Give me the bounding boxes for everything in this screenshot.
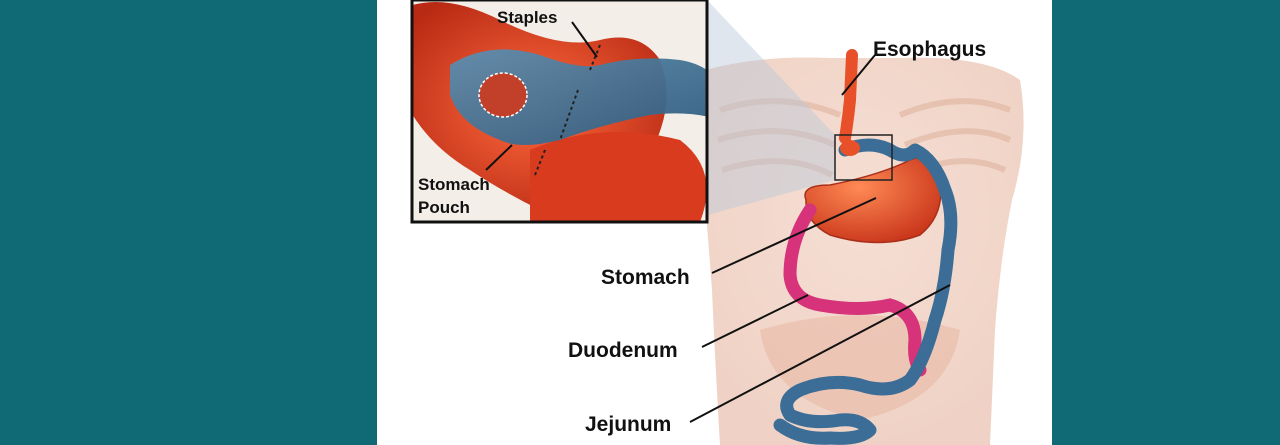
stomach-pouch-body [840,140,860,156]
label-jejunum: Jejunum [585,413,671,436]
duodenum [783,203,927,377]
label-stomach-pouch-line2: Pouch [418,198,470,217]
esophagus [839,49,858,144]
label-duodenum: Duodenum [568,339,678,362]
jejunum [773,138,958,445]
rib-shading [717,98,1012,178]
label-staples: Staples [497,8,557,27]
right-background [1052,0,1280,445]
label-stomach: Stomach [601,266,690,289]
inset-zoom [410,0,709,224]
zoom-selection-box [834,134,893,181]
label-stomach-pouch-line1: Stomach [418,175,490,194]
leader-lines [689,54,951,423]
left-background [0,0,377,445]
label-esophagus: Esophagus [873,38,986,61]
zoom-projection [707,0,835,215]
